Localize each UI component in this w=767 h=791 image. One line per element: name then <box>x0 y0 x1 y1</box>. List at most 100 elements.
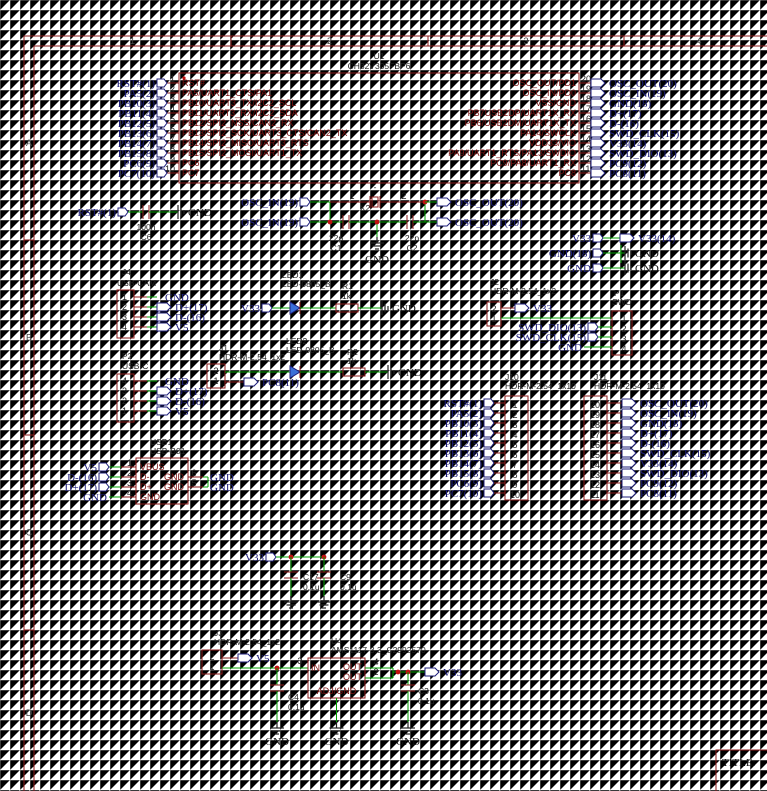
j10-net-8: PC6(9) <box>450 478 482 490</box>
net-flag <box>156 312 172 322</box>
net-flag <box>590 148 606 158</box>
link-v33-from: V33 <box>572 233 591 245</box>
u1-pin-name: PA9/UART1_RTS/PA13/SWDIO <box>448 148 576 158</box>
p2-net-3: D+(17) <box>175 386 208 398</box>
j11-pin-number: 17 <box>590 430 600 440</box>
net-flag <box>514 303 530 313</box>
u4-pin-adj: ADJ/GND <box>317 686 357 696</box>
net-flag <box>156 406 172 416</box>
u1-pin-number: 14 <box>581 134 591 144</box>
u1-net-14: V33(14) <box>609 138 647 150</box>
title-label: TITLE: <box>722 757 756 769</box>
p1-pin-number: 1 <box>621 314 626 324</box>
j11-pin-number: 20 <box>590 400 600 410</box>
j1-body <box>206 363 226 389</box>
net-flag <box>156 322 172 332</box>
j10-pin-number: 6 <box>512 450 517 460</box>
u1-pin-name: PC8 <box>558 168 576 178</box>
net-flag <box>483 418 495 428</box>
net-flag <box>587 322 599 332</box>
j10-net-4: PB12(5) <box>445 438 483 450</box>
title-block: TITLE: <box>715 749 767 791</box>
u1-pin-name: OSC_OUT/PD1 <box>512 78 576 88</box>
j11-net-4: D-(16) <box>640 438 670 450</box>
j11-net-3: D+(17) <box>640 428 673 440</box>
u4-pin-out1: OUT <box>343 662 363 672</box>
zone-col-label: 4 <box>696 36 701 46</box>
p2-pin-number: 1 <box>122 406 127 416</box>
usb1-pin-name: GND <box>140 492 161 502</box>
c1-ref: C1 <box>331 243 342 253</box>
j11-pin-number: 11 <box>590 490 599 500</box>
j11-net-0: OSC_OUT(20) <box>640 398 708 410</box>
net-flag <box>590 108 606 118</box>
net-flag <box>156 118 168 128</box>
net-flag <box>621 488 637 498</box>
j2-part: HDR-M-2.54_1x2 <box>490 286 556 296</box>
usb1-net-gnd: GND <box>83 492 107 504</box>
usb1-pin-number: 5 <box>191 478 196 488</box>
zone-col-label: 1 <box>130 36 135 46</box>
net-flag <box>587 332 599 342</box>
p1-net-1: SWD_CLK(15) <box>516 332 587 344</box>
net-flag <box>156 108 168 118</box>
j10-pin-number: 1 <box>512 400 517 410</box>
net-flag <box>424 667 440 677</box>
j11-net-5: SWD_CLK(15) <box>640 448 711 460</box>
net-flag <box>483 438 495 448</box>
usb1-pin-number: 1 <box>127 458 132 468</box>
led1-body <box>289 301 301 315</box>
u1-pin-number: 19 <box>581 84 591 94</box>
j10-ref: J10 <box>505 372 519 382</box>
net-flag <box>156 396 172 406</box>
u1-pin-number: 10 <box>165 164 175 174</box>
j10-net-0: RST#(1) <box>444 398 483 410</box>
ground-label: GND <box>635 248 659 260</box>
p2-part: USB-C <box>122 361 148 371</box>
x2-pin1: 1 <box>349 191 354 201</box>
usb1-pin-name: VBUS <box>140 462 165 472</box>
j2-net: V33 <box>533 303 552 315</box>
j10-part: HDR-M-2.54_1x10 <box>505 381 576 391</box>
net-flag <box>98 482 110 492</box>
net-flag <box>98 472 110 482</box>
u1-pin-number: 13 <box>581 144 591 154</box>
u1-pin-number: 6 <box>170 124 175 134</box>
zone-row-label: B <box>26 333 32 343</box>
usb1-net-2: D-(16) <box>67 472 97 484</box>
led1-part: LED-0805_B <box>282 279 331 289</box>
net-flag <box>621 418 637 428</box>
u4-pin-number: 4 <box>373 657 378 667</box>
net-flag <box>98 462 110 472</box>
usb1-net-3: D+(17) <box>65 482 98 494</box>
u1-pin-name: PC9/PA8/UART1_RX <box>490 158 576 168</box>
net-flag <box>590 88 606 98</box>
j11-pin-number: 13 <box>590 470 600 480</box>
j10-net-1: PA5(2) <box>451 408 483 420</box>
net-flag <box>621 468 637 478</box>
c4-value: 0.1u <box>288 702 305 712</box>
j10-net-7: PB15(8) <box>445 468 483 480</box>
j3-part: HDR-M-2.54_1x2 <box>214 637 280 647</box>
j3-pin-number: 2 <box>209 652 214 662</box>
c6-net: RST#(1) <box>78 207 117 219</box>
net-flag <box>621 458 637 468</box>
net-flag <box>237 653 253 663</box>
led2-body <box>289 365 301 379</box>
net-flag <box>156 78 168 88</box>
u1-pin-number: 7 <box>170 134 175 144</box>
p2-net-gnd: GND <box>165 376 189 388</box>
j10-pin-number: 3 <box>512 420 517 430</box>
j1-pin-number: 2 <box>213 366 218 376</box>
u1-pin-name: PC7 <box>182 168 200 178</box>
net-flag <box>621 408 637 418</box>
u1-net-5: PB12(5) <box>118 118 156 130</box>
u1-net-20: OSC_OUT(20) <box>609 78 677 90</box>
j3-net: V5 <box>256 653 270 665</box>
j10-pin-number: 10 <box>510 490 520 500</box>
p2-ref: P2 <box>122 351 133 361</box>
u1-pin-number: 3 <box>170 94 175 104</box>
u1-ref: U1 <box>374 51 385 61</box>
